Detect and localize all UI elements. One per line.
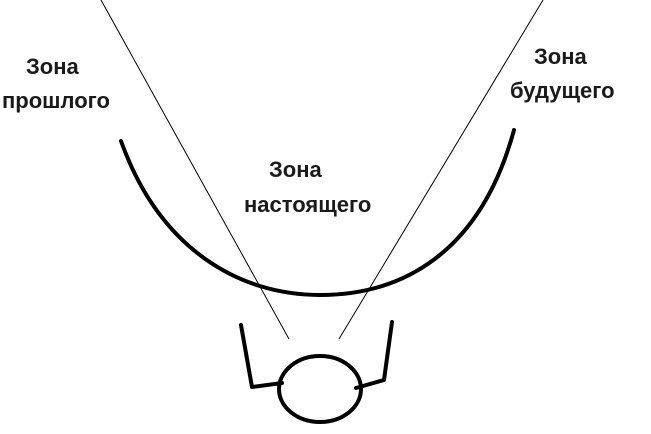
right-arm [354,320,394,390]
past-zone-title: Зона [26,54,80,79]
future-zone-title: Зона [534,44,588,69]
left-sight-line [100,0,290,340]
present-zone-title: Зона [269,157,323,182]
past-zone-subtitle: прошлого [2,88,110,113]
present-zone-subtitle: настоящего [244,192,371,217]
present-zone-label: Зона настоящего [244,157,371,217]
past-zone-label: Зона прошлого [2,54,110,113]
future-zone-label: Зона будущего [510,44,615,103]
future-zone-subtitle: будущего [510,78,615,103]
left-arm [239,323,284,389]
right-sight-line [338,0,544,340]
head-circle [277,354,363,424]
present-zone-curve [119,128,516,297]
